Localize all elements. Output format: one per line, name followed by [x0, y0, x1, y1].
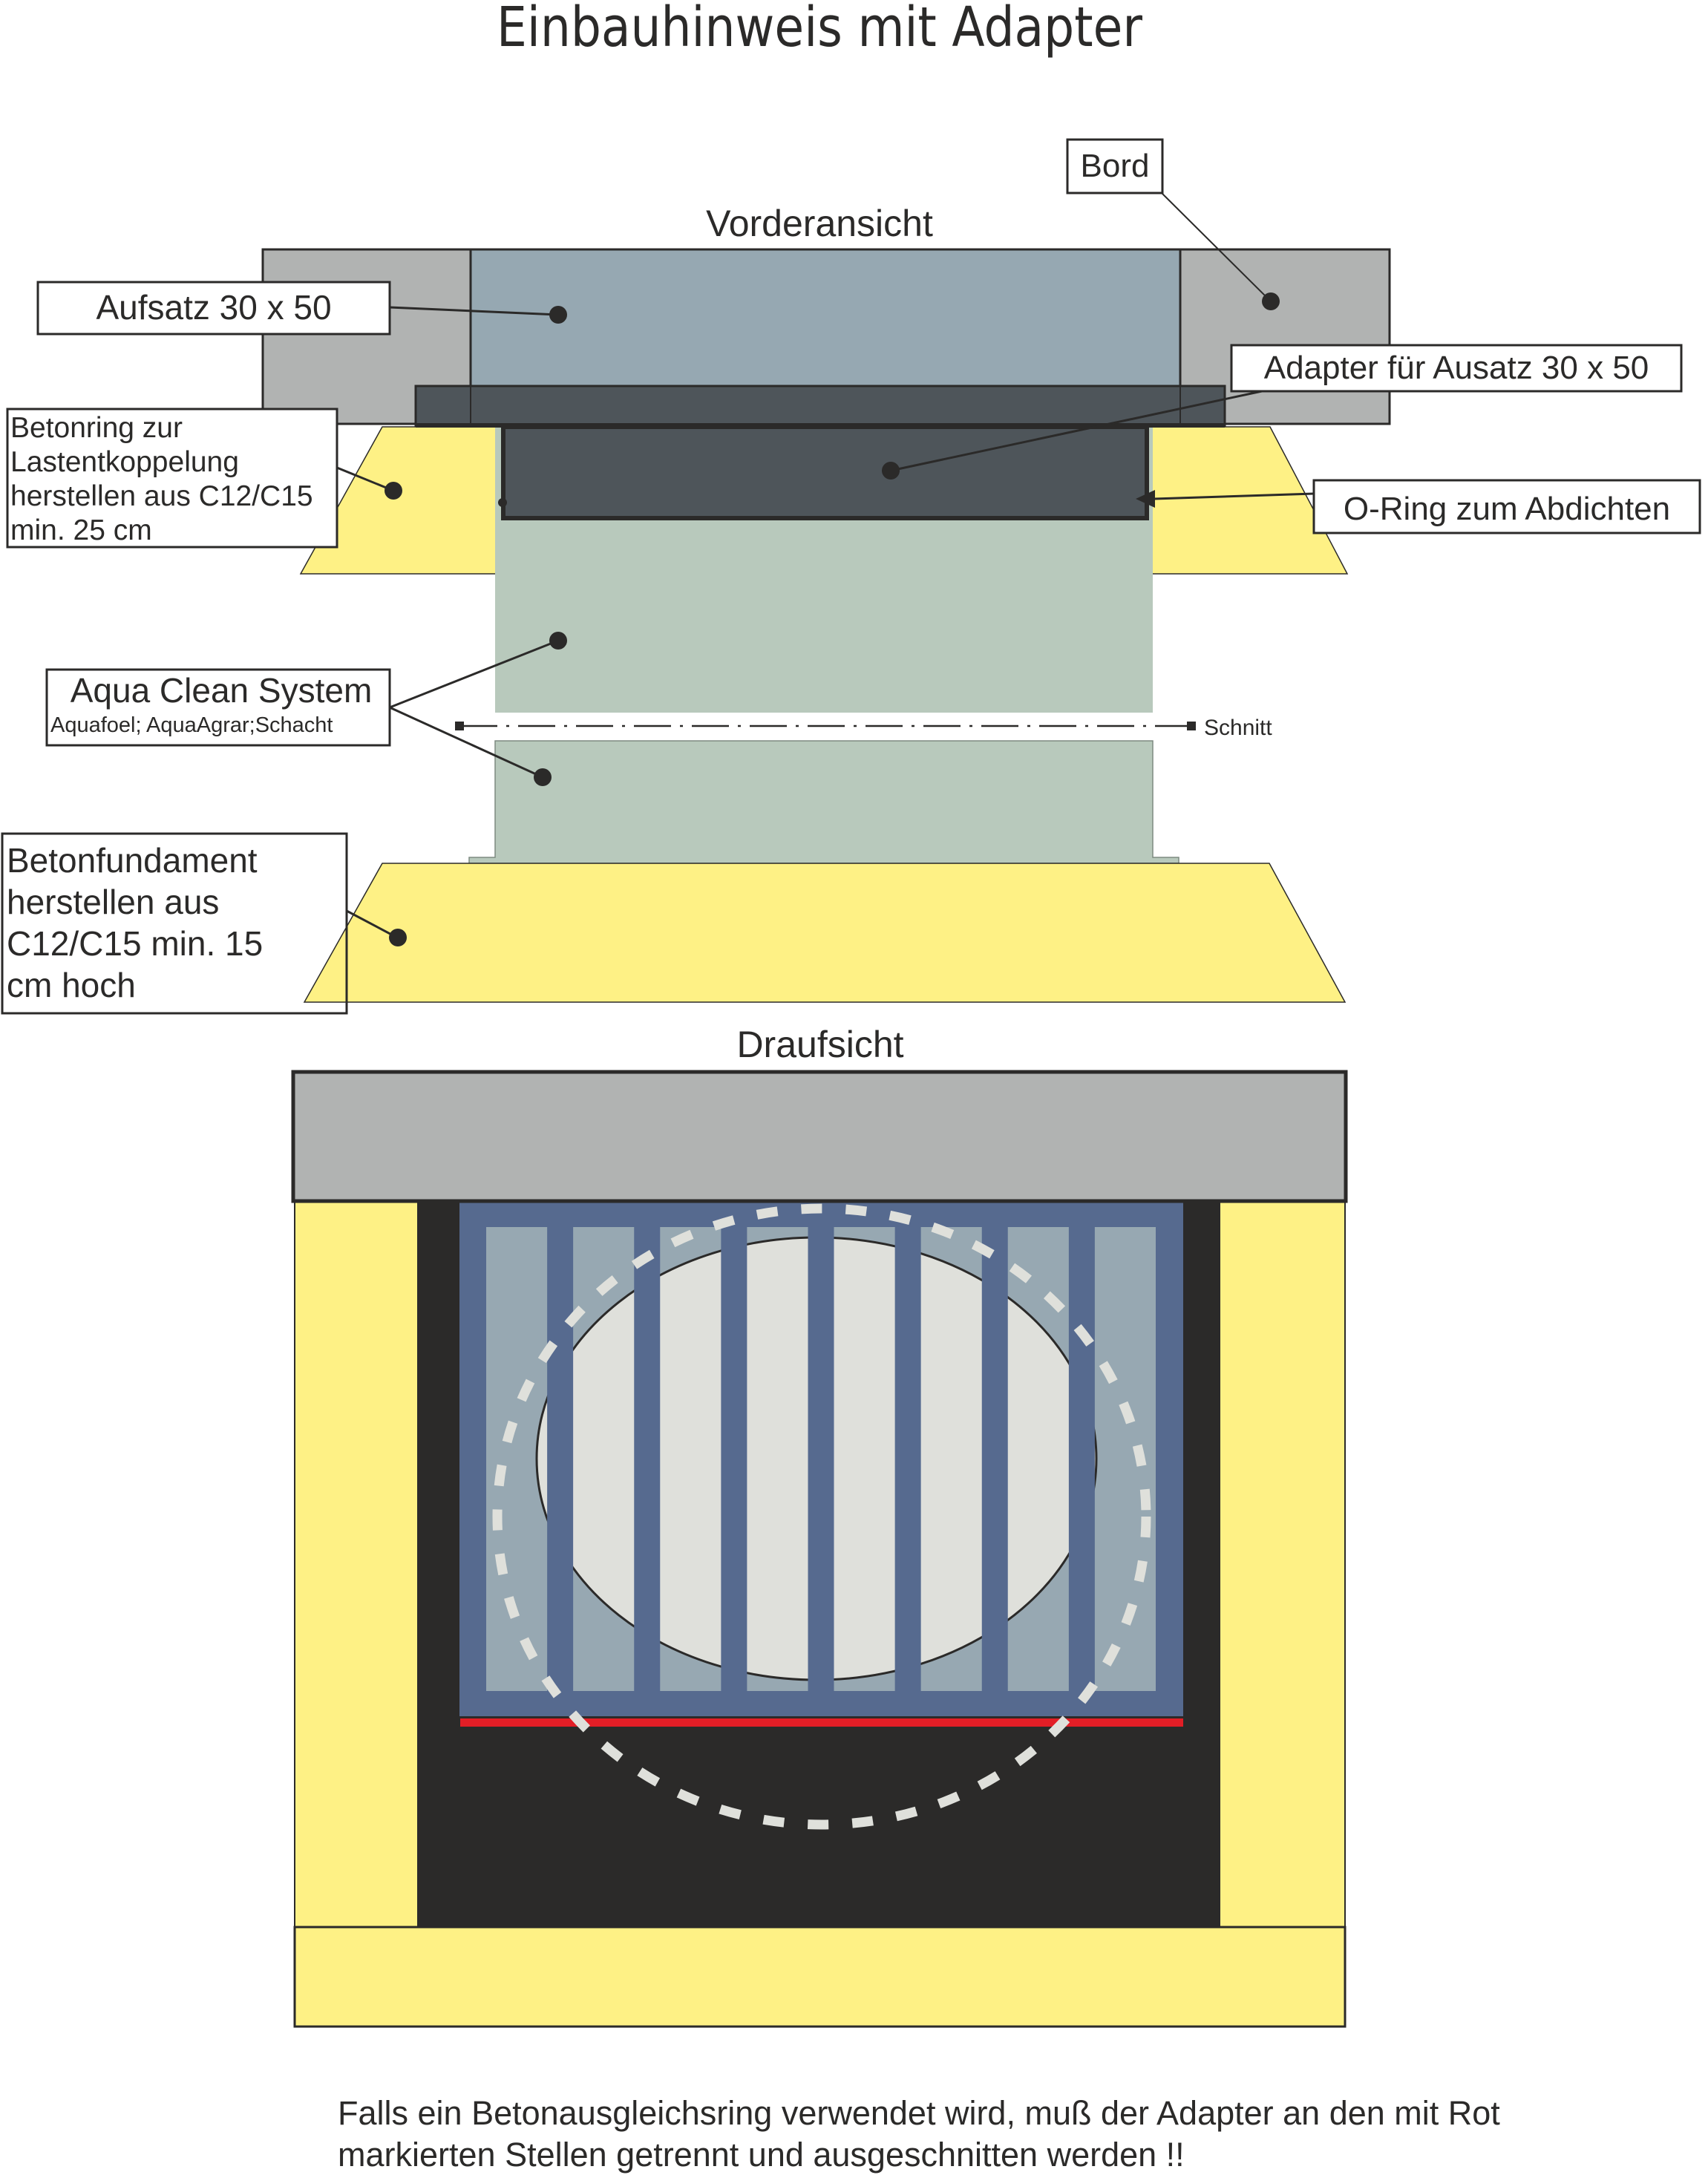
grate-bar	[721, 1227, 747, 1691]
label-box	[1230, 344, 1683, 393]
leader-dot	[385, 482, 402, 500]
leader-arrow-icon	[1136, 490, 1155, 508]
leader-dot	[549, 306, 567, 324]
label-box	[36, 281, 391, 336]
betonfundament-line-2: herstellen aus	[7, 883, 219, 921]
label-box	[45, 668, 391, 747]
betonfundament-line-4: cm hoch	[7, 966, 136, 1004]
leader-dot	[549, 632, 567, 650]
callout-aqua-clean: Aqua Clean System Aquafoel; AquaAgrar;Sc…	[45, 632, 567, 786]
concrete-side-right	[1219, 1200, 1346, 1928]
label-box	[1066, 138, 1164, 194]
o-ring-dot	[498, 498, 507, 507]
betonfundament-label: Betonfundament herstellen aus C12/C15 mi…	[7, 841, 272, 1004]
aqua-clean-title: Aqua Clean System	[71, 671, 373, 710]
footer-note-line-1: Falls ein Betonausgleichsring verwendet …	[338, 2094, 1500, 2132]
leader-line	[1161, 192, 1272, 302]
aqua-clean-subtitle: Aquafoel; AquaAgrar;Schacht	[50, 713, 333, 737]
betonring-label: Betonring zur Lastentkoppelung herstelle…	[10, 412, 321, 546]
o-ring-label: O-Ring zum Abdichten	[1344, 491, 1670, 527]
shaft-lower	[468, 740, 1179, 864]
cut-label: Schnitt	[1204, 716, 1272, 740]
betonfundament-line-1: Betonfundament	[7, 841, 258, 880]
adapter-label: Adapter für Ausatz 30 x 50	[1264, 350, 1649, 386]
label-box	[6, 408, 338, 549]
callout-betonfundament: Betonfundament herstellen aus C12/C15 mi…	[1, 832, 407, 1015]
grate-bars	[547, 1227, 1095, 1691]
concrete-bottom	[293, 1926, 1347, 2028]
shaft-outline-dashed	[492, 1203, 1151, 1830]
leader-dot	[534, 768, 552, 786]
callout-aufsatz: Aufsatz 30 x 50	[36, 281, 567, 336]
cut-line-end-marker	[1187, 722, 1196, 730]
leader-line	[346, 909, 398, 939]
cut-line-start-marker	[455, 722, 464, 730]
top-view-heading: Draufsicht	[736, 1024, 903, 1065]
leader-line	[1154, 492, 1315, 500]
aufsatz-label: Aufsatz 30 x 50	[96, 288, 331, 327]
concrete-foundation	[303, 863, 1347, 1003]
adapter-flange	[414, 385, 1226, 427]
grate-bar	[547, 1227, 574, 1691]
label-box	[1312, 479, 1701, 534]
grate-bar	[1068, 1227, 1095, 1691]
grate-bar	[894, 1227, 921, 1691]
bord-label: Bord	[1081, 148, 1150, 184]
leader-dot	[882, 462, 900, 480]
grate-bar	[981, 1227, 1008, 1691]
callout-o-ring: O-Ring zum Abdichten	[1136, 479, 1701, 534]
leader-line	[389, 306, 559, 316]
grate-bar	[808, 1227, 834, 1691]
callout-adapter: Adapter für Ausatz 30 x 50	[882, 344, 1683, 480]
footer-note: Falls ein Betonausgleichsring verwendet …	[338, 2094, 1509, 2174]
betonring-line-1: Betonring zur	[10, 412, 183, 444]
concrete-side-left	[294, 1200, 419, 1928]
callout-betonring: Betonring zur Lastentkoppelung herstelle…	[6, 408, 507, 549]
grate-bar	[634, 1227, 661, 1691]
leader-line	[389, 706, 543, 779]
leader-dot	[1262, 292, 1280, 310]
curb-bord-top	[291, 1070, 1348, 1203]
betonring-line-2: Lastentkoppelung	[10, 446, 239, 478]
leader-line	[389, 639, 559, 709]
callout-bord: Bord	[1066, 138, 1280, 310]
label-box	[1, 832, 348, 1015]
adapter-body	[501, 425, 1149, 520]
leader-line	[336, 466, 394, 492]
leader-line	[890, 390, 1263, 472]
top-unit-aufsatz	[469, 248, 1182, 389]
drawing-title: Einbauhinweis mit Adapter	[497, 0, 1142, 59]
cut-mark-red	[460, 1718, 1183, 1727]
leader-dot	[389, 929, 407, 946]
betonfundament-line-3: C12/C15 min. 15	[7, 924, 263, 963]
betonring-line-3: herstellen aus C12/C15	[10, 480, 313, 512]
footer-note-line-2: markierten Stellen getrennt und ausgesch…	[338, 2136, 1185, 2174]
betonring-line-4: min. 25 cm	[10, 514, 152, 546]
front-view-heading: Vorderansicht	[706, 203, 933, 244]
front-view: Vorderansicht Schnitt Bord	[1, 138, 1701, 1015]
top-view: Draufsicht	[291, 1024, 1348, 2028]
